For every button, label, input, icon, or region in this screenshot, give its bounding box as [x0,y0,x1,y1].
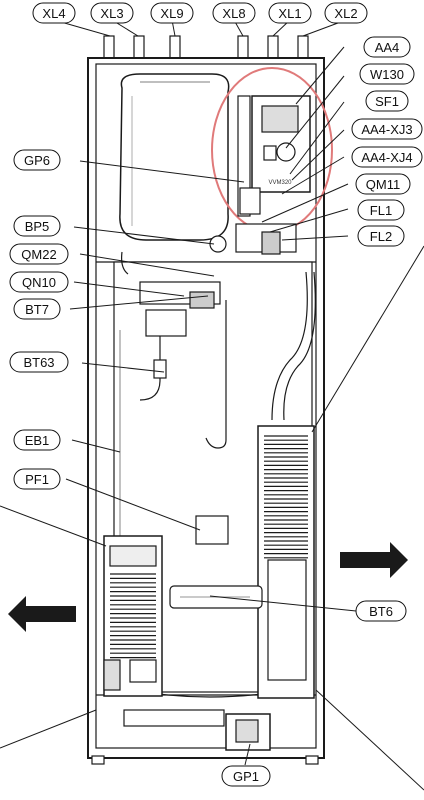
panel-text: VVM320 [268,180,292,186]
label-AA4-XJ4-text: AA4-XJ4 [361,150,412,165]
label-W130-text: W130 [370,67,404,82]
label-AA4: AA4 [363,36,411,58]
label-BP5-text: BP5 [25,219,50,234]
label-XL2-text: XL2 [334,6,357,21]
label-GP6-text: GP6 [24,153,50,168]
label-XL4: XL4 [32,2,76,24]
label-QM11-text: QM11 [366,177,400,192]
label-QM22: QM22 [9,243,69,265]
label-FL2: FL2 [357,225,405,247]
label-BT7: BT7 [13,298,61,320]
electrical-module [103,535,163,697]
label-QM22-text: QM22 [21,247,56,262]
label-EB1: EB1 [13,429,61,451]
label-FL1: FL1 [357,199,405,221]
label-W130: W130 [359,63,415,85]
sensor-cable [205,300,227,449]
type-plate [195,515,229,545]
label-FL2-text: FL2 [370,229,392,244]
compressor-module [257,425,315,699]
label-PF1-text: PF1 [25,472,49,487]
arrow-right-icon [340,542,408,578]
label-BT6: BT6 [355,600,407,622]
label-XL1-text: XL1 [278,6,301,21]
label-XL8-text: XL8 [222,6,245,21]
label-XL3-text: XL3 [100,6,123,21]
label-AA4-text: AA4 [375,40,400,55]
label-BT6-text: BT6 [369,604,393,619]
label-XL2: XL2 [324,2,368,24]
label-SF1-text: SF1 [375,94,399,109]
label-XL4-text: XL4 [42,6,65,21]
hoses [121,251,316,421]
circulation-pump [120,709,271,751]
label-XL1: XL1 [268,2,312,24]
label-XL9: XL9 [150,2,194,24]
label-BT63: BT63 [9,351,69,373]
label-GP1-text: GP1 [233,769,259,784]
label-PF1: PF1 [13,468,61,490]
label-FL1-text: FL1 [370,203,392,218]
label-BT7-text: BT7 [25,302,49,317]
control-panel: VVM320 [251,95,311,193]
label-GP6: GP6 [13,149,61,171]
label-AA4-XJ3-text: AA4-XJ3 [361,122,412,137]
label-AA4-XJ3: AA4-XJ3 [351,118,423,140]
valve-block [209,95,297,255]
label-GP1: GP1 [221,765,271,787]
label-AA4-XJ4: AA4-XJ4 [351,146,423,168]
label-QM11: QM11 [355,173,411,195]
label-BP5: BP5 [13,215,61,237]
expansion-vessel [119,73,230,241]
label-XL9-text: XL9 [160,6,183,21]
label-QN10: QN10 [9,271,69,293]
label-SF1: SF1 [365,90,409,112]
label-EB1-text: EB1 [25,433,50,448]
label-XL3: XL3 [90,2,134,24]
arrow-left-icon [8,596,76,632]
label-XL8: XL8 [212,2,256,24]
label-QN10-text: QN10 [22,275,56,290]
label-BT63-text: BT63 [23,355,54,370]
